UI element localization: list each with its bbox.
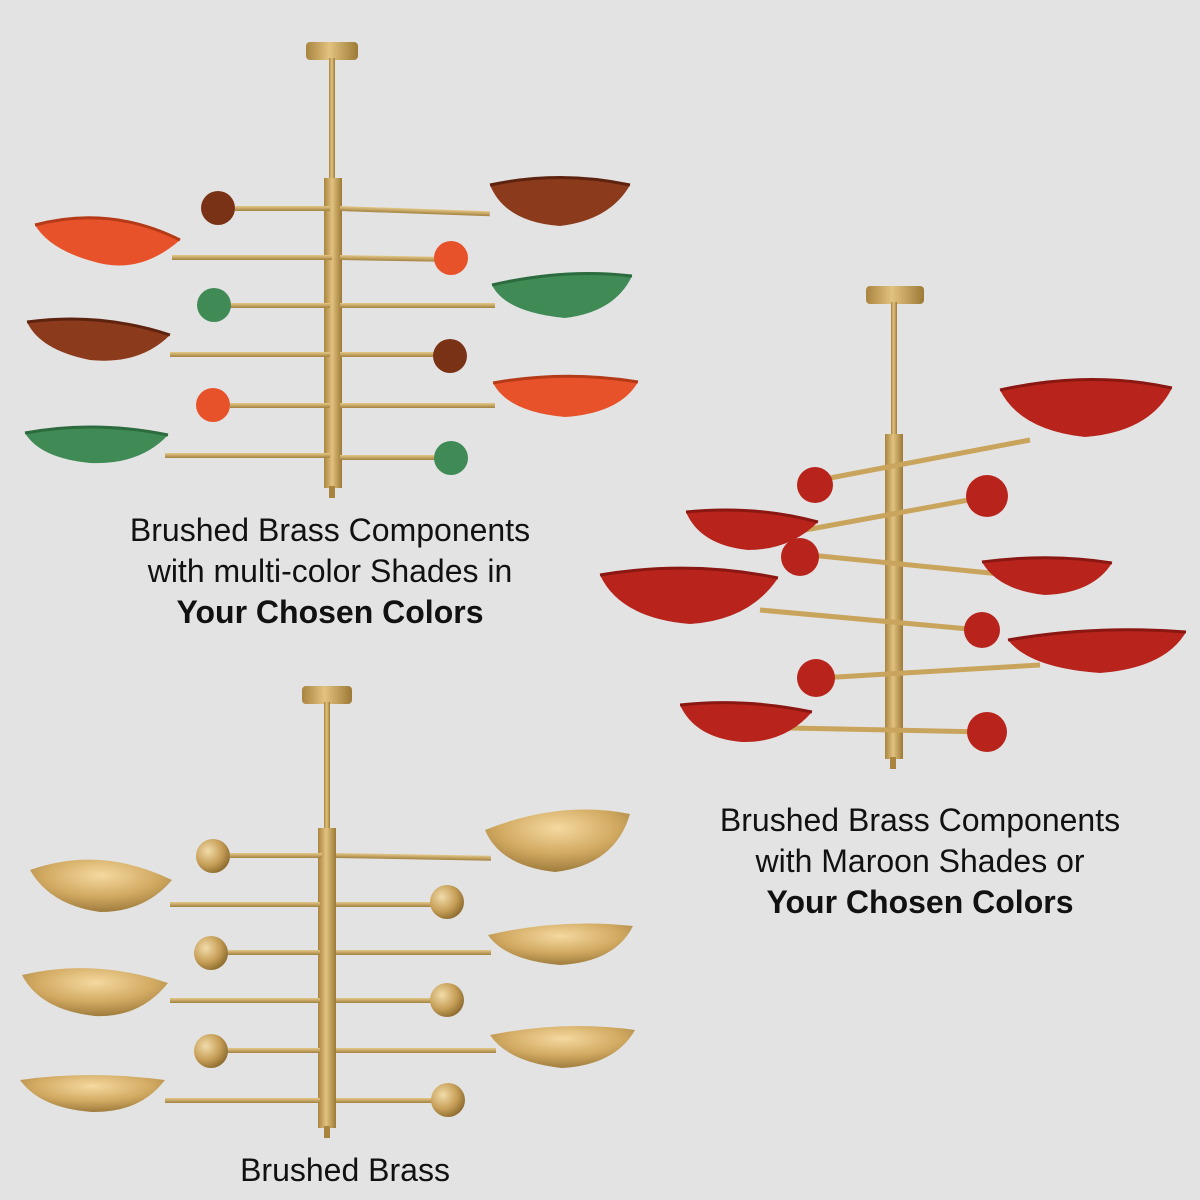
counterweight-ball — [201, 191, 235, 225]
caption-line-emphasis: Your Chosen Colors — [176, 594, 484, 630]
caption-line: Brushed Brass Components — [129, 512, 531, 548]
center-stem — [885, 434, 903, 759]
counterweight-ball — [196, 839, 230, 873]
lamp-shade — [1000, 379, 1172, 437]
ceiling-canopy — [302, 686, 352, 704]
caption-line: Brushed Brass — [240, 1152, 450, 1188]
counterweight-ball — [197, 288, 231, 322]
lamp-shade — [488, 923, 633, 965]
lamp-shade — [982, 557, 1112, 595]
counterweight-ball — [797, 659, 835, 697]
center-stem — [324, 178, 342, 488]
caption-maroon: Brushed Brass Components with Maroon Sha… — [650, 800, 1190, 923]
counterweight-ball — [797, 467, 833, 503]
lamp-shade — [30, 859, 172, 912]
caption-line: with Maroon Shades or — [755, 843, 1085, 879]
caption-line: with multi-color Shades in — [147, 553, 513, 589]
lamp-shade — [25, 426, 168, 464]
counterweight-ball — [966, 475, 1008, 517]
counterweight-ball — [964, 612, 1000, 648]
lamp-shade — [490, 177, 630, 226]
chandelier-maroon — [599, 286, 1187, 769]
caption-line-emphasis: Your Chosen Colors — [766, 884, 1074, 920]
counterweight-ball — [434, 241, 468, 275]
counterweight-ball — [967, 712, 1007, 752]
counterweight-ball — [781, 538, 819, 576]
center-stem — [318, 828, 336, 1128]
counterweight-ball — [433, 339, 467, 373]
counterweight-ball — [431, 1083, 465, 1117]
downrod — [329, 58, 335, 178]
counterweight-ball — [430, 983, 464, 1017]
lamp-shade — [686, 509, 818, 550]
lamp-shade — [490, 1026, 635, 1068]
lamp-shade — [22, 968, 168, 1017]
counterweight-ball — [194, 936, 228, 970]
chandelier-brass — [20, 686, 635, 1138]
counterweight-ball — [434, 441, 468, 475]
lamp-shade — [20, 1075, 165, 1113]
counterweight-ball — [196, 388, 230, 422]
lamp-shade — [35, 217, 180, 266]
ceiling-canopy — [866, 286, 924, 304]
downrod — [891, 302, 897, 434]
lamp-shade — [600, 568, 778, 624]
caption-multicolor: Brushed Brass Components with multi-colo… — [70, 510, 590, 633]
lamp-shade — [492, 273, 632, 318]
caption-brass: Brushed Brass — [180, 1150, 510, 1191]
downrod — [324, 702, 330, 828]
lamp-shade — [1008, 629, 1186, 673]
ceiling-canopy — [306, 42, 358, 60]
counterweight-ball — [194, 1034, 228, 1068]
caption-line: Brushed Brass Components — [719, 802, 1121, 838]
chandelier-multicolor — [24, 42, 639, 498]
lamp-shade — [485, 809, 630, 872]
lamp-shade — [680, 702, 812, 743]
lamp-shade — [27, 318, 170, 361]
counterweight-ball — [430, 885, 464, 919]
lamp-shade — [493, 376, 638, 417]
